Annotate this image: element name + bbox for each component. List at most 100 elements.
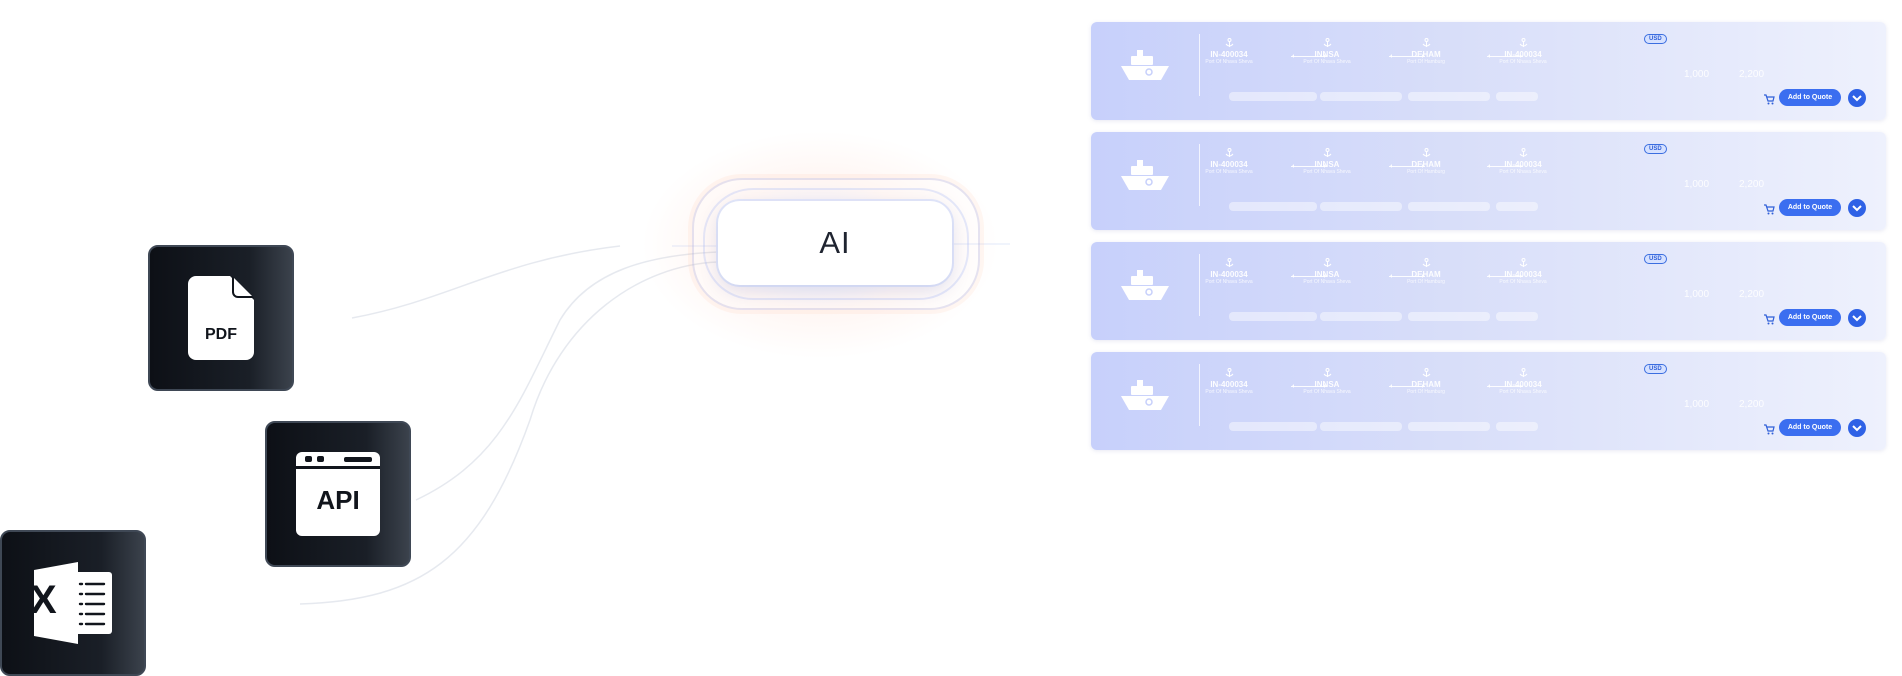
currency-badge: USD — [1644, 254, 1667, 264]
route-arrow — [1487, 274, 1523, 278]
ai-node[interactable]: AI — [718, 201, 952, 285]
anchor-icon — [1376, 368, 1476, 378]
port-name: Port Of Nhava Sheva — [1499, 389, 1547, 395]
anchor-icon — [1473, 148, 1573, 158]
port-code: IN-400034 — [1210, 160, 1248, 169]
route-arrow — [1389, 274, 1425, 278]
placeholder-bar — [1408, 422, 1490, 431]
route-arrow — [1291, 384, 1327, 388]
port-name: Port Of Nhava Sheva — [1303, 59, 1351, 65]
port-code: IN-400034 — [1473, 380, 1573, 389]
port-name: Port Of Nhava Sheva — [1205, 389, 1253, 395]
placeholder-bar — [1496, 422, 1538, 431]
port-code: IN-400034 — [1473, 270, 1573, 279]
route-arrow — [1487, 54, 1523, 58]
expand-button[interactable] — [1848, 199, 1866, 217]
chevron-down-icon — [1852, 314, 1862, 322]
chevron-down-icon — [1852, 204, 1862, 212]
port-name: Port Of Nhava Sheva — [1303, 279, 1351, 285]
port-code: INNSA — [1277, 160, 1377, 169]
placeholder-bar — [1408, 202, 1490, 211]
cart-icon[interactable] — [1764, 312, 1775, 330]
route-arrow — [1487, 164, 1523, 168]
ship-icon — [1119, 268, 1171, 309]
expand-button[interactable] — [1848, 89, 1866, 107]
anchor-icon — [1179, 368, 1279, 378]
amount-value: 2,200 — [1739, 399, 1765, 410]
expand-button[interactable] — [1848, 419, 1866, 437]
ai-label: AI — [819, 225, 851, 260]
placeholder-bar — [1320, 312, 1402, 321]
chevron-down-icon — [1852, 94, 1862, 102]
route-arrow — [1291, 164, 1327, 168]
add-to-quote-button[interactable]: Add to Quote — [1779, 199, 1841, 216]
port-name: Port Of Nhava Sheva — [1205, 169, 1253, 175]
anchor-icon — [1473, 368, 1573, 378]
anchor-icon — [1179, 38, 1279, 48]
port-name: Port Of Nhava Sheva — [1205, 279, 1253, 285]
route-port: INNSAPort Of Nhava Sheva — [1277, 38, 1377, 65]
expand-button[interactable] — [1848, 309, 1866, 327]
chevron-down-icon — [1852, 424, 1862, 432]
port-code: DEHAM — [1411, 380, 1441, 389]
amount-value: 2,200 — [1739, 289, 1765, 300]
port-name: Port Of Nhava Sheva — [1499, 169, 1547, 175]
route-port: INNSAPort Of Nhava Sheva — [1277, 148, 1377, 175]
add-to-quote-button[interactable]: Add to Quote — [1779, 419, 1841, 436]
port-name: Port Of Nhava Sheva — [1499, 279, 1547, 285]
cart-icon[interactable] — [1764, 92, 1775, 110]
anchor-icon — [1277, 148, 1377, 158]
port-code: IN-400034 — [1473, 50, 1573, 59]
placeholder-bar — [1408, 312, 1490, 321]
excel-icon — [34, 562, 112, 644]
port-code: INNSA — [1277, 50, 1377, 59]
port-name: Port Of Nhava Sheva — [1303, 389, 1351, 395]
pdf-label: PDF — [205, 326, 237, 343]
anchor-icon — [1473, 258, 1573, 268]
port-code: DEHAM — [1411, 160, 1441, 169]
amount-value: 1,000 — [1684, 69, 1710, 80]
placeholder-bar — [1229, 312, 1317, 321]
anchor-icon — [1376, 38, 1476, 48]
ship-icon — [1119, 48, 1171, 89]
port-name: Port Of Hamburg — [1407, 279, 1445, 285]
port-code: IN-400034 — [1473, 160, 1573, 169]
excel-source-card[interactable]: X — [0, 530, 146, 676]
anchor-icon — [1473, 38, 1573, 48]
anchor-icon — [1277, 368, 1377, 378]
placeholder-bar — [1496, 312, 1538, 321]
cart-icon[interactable] — [1764, 202, 1775, 220]
ship-icon — [1119, 378, 1171, 419]
currency-badge: USD — [1644, 364, 1667, 374]
anchor-icon — [1277, 258, 1377, 268]
port-code: IN-400034 — [1210, 380, 1248, 389]
api-label: API — [316, 485, 360, 515]
amount-value: 1,000 — [1684, 289, 1710, 300]
add-to-quote-button[interactable]: Add to Quote — [1779, 89, 1841, 106]
anchor-icon — [1179, 258, 1279, 268]
route-arrow — [1389, 384, 1425, 388]
pdf-source-card[interactable]: PDF — [148, 245, 294, 391]
port-name: Port Of Hamburg — [1407, 389, 1445, 395]
api-window-icon — [296, 452, 380, 536]
port-name: Port Of Nhava Sheva — [1205, 59, 1253, 65]
api-source-card[interactable]: API — [265, 421, 411, 567]
cart-icon[interactable] — [1764, 422, 1775, 440]
route-arrow — [1291, 274, 1327, 278]
port-code: IN-400034 — [1210, 50, 1248, 59]
placeholder-bar — [1229, 92, 1317, 101]
add-to-quote-button[interactable]: Add to Quote — [1779, 309, 1841, 326]
